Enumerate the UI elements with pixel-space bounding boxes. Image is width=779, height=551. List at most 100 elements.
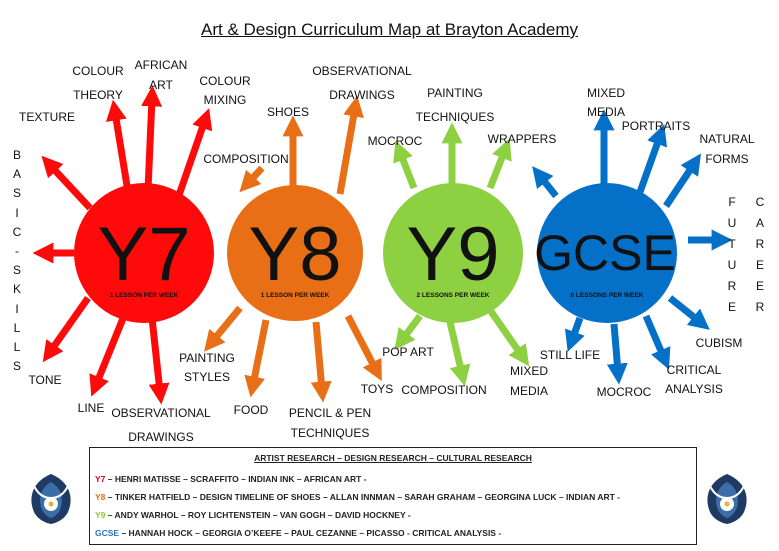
arrow-composition-y8: [239, 165, 265, 193]
arrow-composition-y9: [446, 321, 471, 387]
school-crest-logo-left: [31, 474, 71, 524]
arrow-pop-art: [394, 313, 423, 351]
label-pencil-pen: PENCIL & PEN: [289, 406, 371, 420]
research-text: – HANNAH HOCK – GEORGIA O’KEEFE – PAUL C…: [119, 528, 502, 538]
label-wrappers: WRAPPERS: [488, 132, 557, 146]
y8-arrows: [203, 95, 382, 403]
label-critical: CRITICAL: [667, 363, 722, 377]
research-text: – TINKER HATFIELD – DESIGN TIMELINE OF S…: [105, 492, 620, 502]
arrow-gcse-upper-left: [532, 166, 559, 199]
research-box: ARTIST RESEARCH – DESIGN RESEARCH – CULT…: [89, 447, 697, 545]
label-colour: COLOUR: [72, 64, 124, 78]
label-shoes: SHOES: [267, 105, 309, 119]
gcse-arrows: [532, 109, 733, 385]
label-styles: STYLES: [184, 370, 230, 384]
research-key: Y7: [95, 474, 106, 484]
research-key: GCSE: [95, 528, 120, 538]
label-media-gcse: MEDIA: [587, 105, 625, 119]
arrow-line: [89, 314, 128, 397]
side-letter: T: [728, 237, 736, 251]
label-line: LINE: [78, 401, 105, 415]
label-still-life: STILL LIFE: [540, 348, 600, 362]
label-mocroc-y9: MOCROC: [368, 134, 423, 148]
arrow-colour-mixing: [174, 108, 213, 200]
research-key: Y8: [95, 492, 106, 502]
label-painting: PAINTING: [179, 351, 235, 365]
side-letter: S: [12, 263, 21, 278]
label-cubism: CUBISM: [696, 336, 743, 350]
research-row-y9: Y9 – ANDY WARHOL – ROY LICHTENSTEIN – VA…: [95, 510, 411, 520]
side-letter: A: [12, 167, 21, 182]
arrow-observational-drawings: [148, 317, 170, 405]
label-african: AFRICAN: [135, 58, 188, 72]
school-crest-logo-right: [707, 474, 747, 524]
label-drawings: DRAWINGS: [128, 430, 194, 444]
arrow-texture: [41, 155, 93, 211]
side-letter: L: [13, 340, 21, 355]
side-letter: L: [13, 320, 21, 335]
label-mocroc-gcse: MOCROC: [597, 385, 652, 399]
side-letter: I: [15, 205, 19, 220]
arrow-mixed-media-y9: [487, 308, 530, 367]
label-food: FOOD: [234, 403, 269, 417]
circle-y9: Y9 2 LESSONS PER WEEK: [383, 183, 523, 323]
label-analysis: ANALYSIS: [665, 382, 723, 396]
label-painting-y9: PAINTING: [427, 86, 483, 100]
side-letter: R: [727, 279, 737, 293]
circle-y9-sub: 2 LESSONS PER WEEK: [417, 292, 490, 299]
label-observational-y8: OBSERVATIONAL: [312, 64, 412, 78]
side-letter: F: [728, 195, 736, 209]
label-natural: NATURAL: [699, 132, 754, 146]
side-letter: U: [727, 216, 737, 230]
circle-gcse-sub: 6 LESSONS PER WEEK: [571, 292, 644, 299]
title-text: Art & Design Curriculum Map at Brayton A…: [201, 20, 578, 39]
page-title: Art & Design Curriculum Map at Brayton A…: [0, 20, 779, 40]
side-letter: B: [12, 148, 21, 162]
side-letter: C: [755, 195, 765, 209]
label-portraits: PORTRAITS: [622, 119, 690, 133]
research-row-y8: Y8 – TINKER HATFIELD – DESIGN TIMELINE O…: [95, 492, 620, 502]
arrow-natural-forms: [663, 153, 701, 208]
arrow-african-art: [141, 85, 163, 191]
label-pop-art: POP ART: [382, 345, 434, 359]
circle-y7-label: Y7: [98, 212, 191, 297]
arrow-mocroc-y9: [393, 140, 418, 190]
side-letter: -: [15, 244, 19, 259]
side-career: C A R E E R: [753, 192, 767, 318]
label-texture: TEXTURE: [19, 110, 75, 124]
label-techniques-y9: TECHNIQUES: [416, 110, 495, 124]
side-letter: I: [15, 301, 19, 316]
label-mixing: MIXING: [204, 93, 247, 107]
label-colour-2: COLOUR: [199, 74, 251, 88]
arrow-portraits: [636, 124, 668, 194]
arrow-cubism: [667, 295, 710, 330]
label-mixed-gcse: MIXED: [587, 86, 625, 100]
label-techniques-y8: TECHNIQUES: [291, 426, 370, 440]
arrow-toys: [344, 314, 382, 382]
label-drawings-y8: DRAWINGS: [329, 88, 395, 102]
label-toys: TOYS: [361, 382, 393, 396]
label-forms: FORMS: [705, 152, 748, 166]
side-letter: E: [727, 300, 736, 314]
side-letter: K: [12, 282, 21, 297]
research-key: Y9: [95, 510, 106, 520]
side-letter: E: [755, 279, 764, 293]
arrow-colour-theory: [105, 99, 132, 193]
circle-y8: Y8 1 LESSON PER WEEK: [227, 185, 363, 321]
side-basic-skills: B A S I C - S K I L L S: [10, 146, 24, 376]
side-letter: S: [12, 186, 21, 201]
label-observational: OBSERVATIONAL: [111, 406, 211, 420]
label-art: ART: [149, 78, 173, 92]
circle-y8-label: Y8: [249, 212, 342, 297]
side-letter: A: [755, 216, 764, 230]
circle-y7-sub: 1 LESSON PER WEEK: [110, 292, 179, 299]
label-composition-y8: COMPOSITION: [203, 152, 288, 166]
side-letter: R: [755, 300, 765, 314]
arrow-mocroc-gcse: [606, 323, 628, 385]
circle-y8-sub: 1 LESSON PER WEEK: [261, 292, 330, 299]
y7-arrows: [32, 85, 213, 405]
label-mixed-y9: MIXED: [510, 364, 548, 378]
circle-gcse-label: GCSE: [534, 225, 676, 281]
label-composition-y9: COMPOSITION: [401, 383, 486, 397]
